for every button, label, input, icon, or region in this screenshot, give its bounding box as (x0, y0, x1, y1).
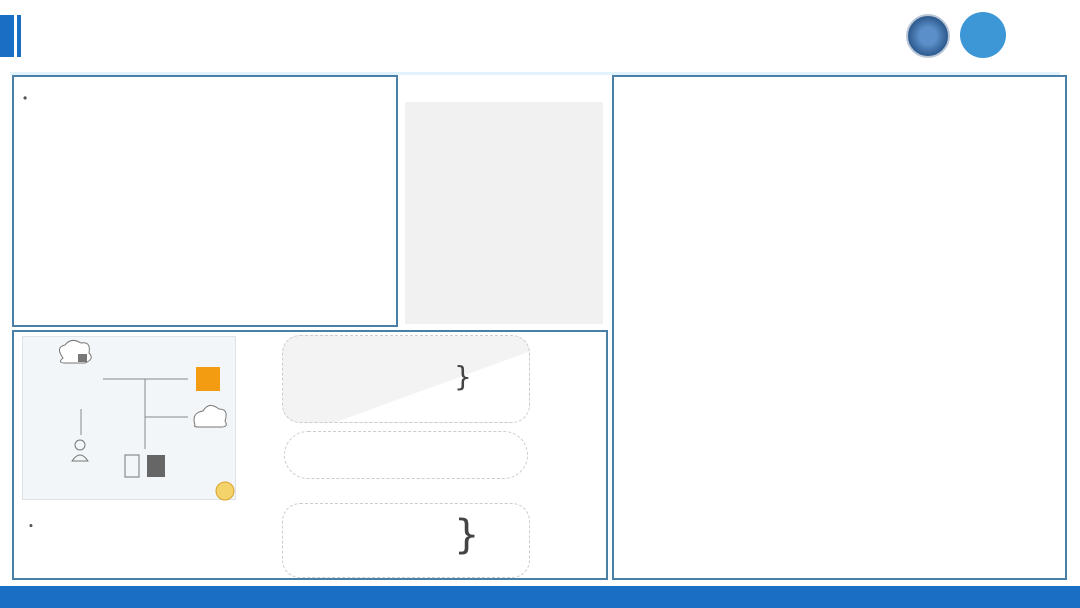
control-plane-box (282, 335, 530, 423)
title-accent-bar-thin (17, 15, 21, 57)
server-rack-icon (147, 455, 165, 477)
aws-logo (196, 367, 220, 391)
building-icon (124, 454, 140, 478)
footer (0, 586, 1080, 608)
lock-icon (78, 354, 87, 362)
header-divider (10, 72, 1060, 75)
expand-icon (215, 481, 235, 501)
control-plane-diagram: } } (282, 335, 607, 580)
brand-logo (960, 12, 1006, 58)
cwss-box (284, 431, 528, 479)
header (0, 0, 1080, 75)
symantec-diagram (22, 336, 236, 501)
brace-icon: } (454, 360, 472, 393)
brace-icon: } (454, 512, 480, 558)
responsibility-grid (405, 102, 603, 324)
cwpp-box (282, 503, 530, 578)
intro-panel (12, 75, 398, 327)
admin-user-icon (74, 439, 86, 451)
title-accent-bar (0, 15, 14, 57)
responsibility-model (400, 75, 608, 327)
private-cloud-icon (193, 405, 227, 428)
vendors-panel (612, 75, 1067, 580)
alliance-emblem-icon (906, 14, 950, 58)
symantec-diagram-lines (59, 339, 235, 501)
